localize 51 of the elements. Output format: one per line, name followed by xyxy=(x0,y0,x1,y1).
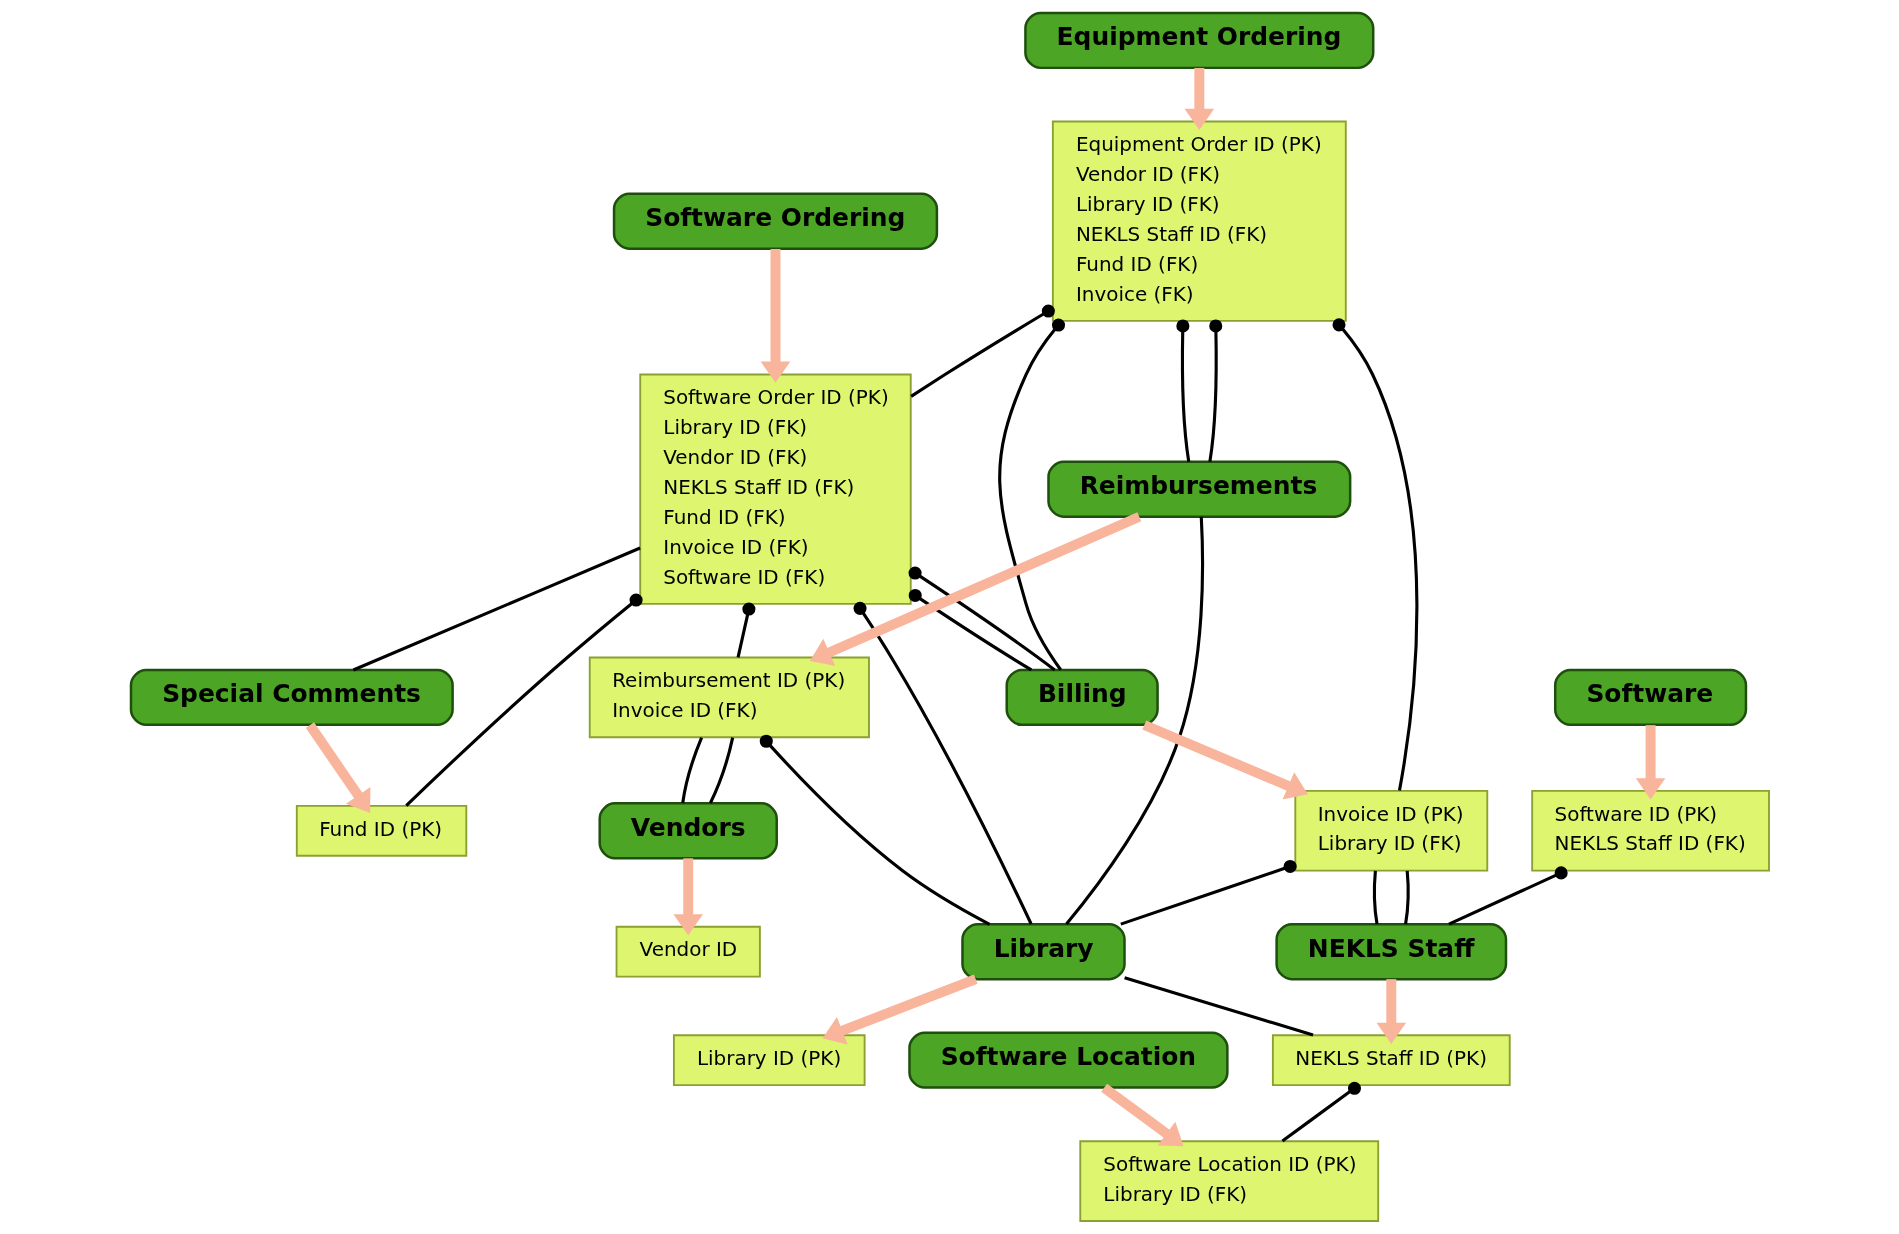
node-box: Reimbursement ID (PK) Invoice ID (FK) xyxy=(588,656,870,739)
connector xyxy=(1119,859,1297,926)
connector xyxy=(997,318,1065,671)
connector xyxy=(1123,976,1313,1037)
arrow xyxy=(672,858,703,936)
connector xyxy=(853,601,1033,925)
node-box: Invoice ID (PK) Library ID (FK) xyxy=(1293,789,1488,872)
connector xyxy=(759,734,990,926)
node-box: Software Location xyxy=(907,1031,1229,1089)
arrow xyxy=(822,974,977,1045)
connector xyxy=(908,566,1056,672)
connector xyxy=(1207,319,1222,462)
connector xyxy=(404,593,643,807)
node-box: Software Location ID (PK) Library ID (FK) xyxy=(1078,1140,1379,1222)
node-box: Billing xyxy=(1004,668,1159,727)
node-box: Special Comments xyxy=(129,668,454,727)
connector xyxy=(1281,1081,1361,1143)
connector xyxy=(1064,516,1204,926)
connector xyxy=(708,737,734,804)
arrow xyxy=(1635,725,1665,800)
node-box: Vendor ID xyxy=(615,925,761,978)
arrow xyxy=(1100,1083,1184,1147)
connector xyxy=(908,588,1032,672)
arrow xyxy=(1184,68,1214,130)
arrow xyxy=(1141,720,1308,800)
connector xyxy=(680,737,703,804)
node-box: Software xyxy=(1553,668,1747,727)
node-box: Reimbursements xyxy=(1046,460,1351,518)
arrow xyxy=(809,512,1141,666)
node-box: Software Ordering xyxy=(612,192,938,250)
connector xyxy=(736,602,755,658)
node-box: Library ID (PK) xyxy=(672,1034,866,1087)
node-box: Vendors xyxy=(597,802,778,860)
node-box: Equipment Ordering xyxy=(1023,11,1374,70)
arrow xyxy=(305,722,370,813)
node-box: Equipment Order ID (PK) Vendor ID (FK) Library ID (FK) NEKLS Staff ID (FK) Fund ID (FK) Invoice (FK) xyxy=(1051,120,1347,322)
connector xyxy=(1175,319,1190,462)
node-box: NEKLS Staff xyxy=(1274,923,1507,981)
arrow xyxy=(760,248,790,383)
node-box: Software ID (PK) NEKLS Staff ID (FK) xyxy=(1530,789,1770,872)
connector xyxy=(909,304,1055,398)
node-box: Library xyxy=(960,923,1126,981)
node-box: Fund ID (PK) xyxy=(295,804,467,857)
arrow xyxy=(1376,979,1406,1044)
node-box: NEKLS Staff ID (PK) xyxy=(1271,1034,1511,1087)
connector xyxy=(352,546,641,672)
connector xyxy=(1403,870,1410,925)
connector xyxy=(1372,870,1379,925)
connector xyxy=(1447,866,1568,926)
node-box: Software Order ID (PK) Library ID (FK) Vendor ID (FK) NEKLS Staff ID (FK) Fund ID (FK) Invoice ID (FK) Software ID (FK) xyxy=(638,373,912,605)
connector xyxy=(1331,318,1418,791)
